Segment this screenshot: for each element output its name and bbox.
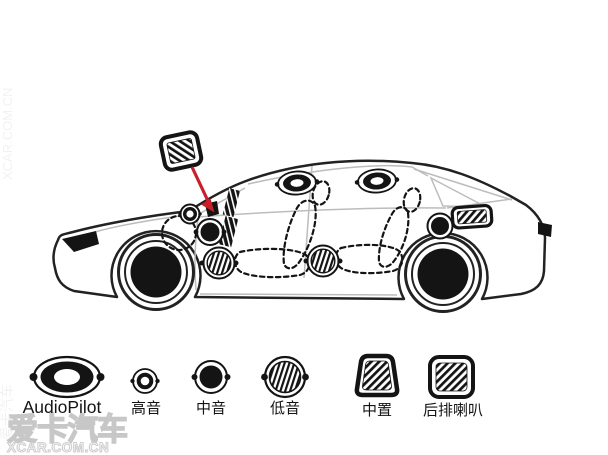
legend-label-center: 中置 [362, 402, 392, 419]
legend-item-audiopilot: AudioPilot [23, 355, 105, 417]
legend-label-audiopilot: AudioPilot [23, 397, 102, 417]
callout-arrow [190, 166, 215, 213]
rear-shelf-speaker [450, 203, 494, 230]
center-speaker-icon [354, 353, 400, 398]
inner-roof-line [247, 164, 429, 185]
audiopilot-oval-speaker-icon [29, 355, 105, 399]
watermark-brand: 爱卡汽车 [7, 412, 127, 447]
front-seatback [282, 199, 317, 270]
legend-item-woofer: 低音 [261, 355, 309, 417]
front-door-woofer [199, 246, 239, 280]
watermark-site: XCAR.COM.CN [7, 440, 109, 455]
roof-audiopilot-rear [354, 168, 400, 194]
headlight [62, 231, 99, 252]
rocker-line [199, 293, 398, 296]
rear-headrest [402, 187, 422, 213]
rear-speaker-icon [428, 355, 475, 399]
watermark: 爱卡汽车 XCAR.COM.CN [6, 411, 128, 455]
rear-wheel [404, 235, 482, 313]
legend-item-midrange: 中音 [191, 360, 231, 417]
front-seat [233, 180, 331, 279]
woofer-icon [261, 355, 309, 399]
legend: AudioPilot 高音 中音 [23, 353, 483, 419]
front-cushion [233, 247, 311, 279]
legend-item-center: 中置 [354, 353, 400, 419]
front-headrest [311, 180, 331, 206]
edge-watermark-brand: 爱卡汽车 [0, 384, 15, 440]
car-outline [52, 159, 547, 301]
rear-seatback [377, 206, 410, 268]
front-door-seam [194, 217, 199, 291]
callout-arrowhead [201, 198, 215, 213]
front-wheel [117, 233, 195, 311]
front-door-midrange [193, 218, 227, 246]
tweeter-icon [130, 368, 160, 394]
dashboard-tweeter [178, 203, 202, 225]
legend-item-rear: 后排喇叭 [423, 355, 483, 419]
c-pillar-line [413, 168, 513, 201]
tail-light [538, 222, 552, 237]
roof-audiopilot-front [274, 170, 320, 196]
legend-label-rear: 后排喇叭 [423, 402, 483, 419]
legend-item-tweeter: 高音 [130, 368, 161, 417]
rear-quarter-midrange [426, 212, 454, 240]
rear-door-woofer [303, 244, 343, 278]
a-pillar-trim [218, 188, 240, 248]
legend-label-woofer: 低音 [270, 400, 300, 417]
center-speaker-callout [158, 130, 204, 172]
edge-watermark: XCAR.COM.CN 爱卡汽车 [0, 88, 15, 440]
legend-label-tweeter: 高音 [131, 400, 161, 417]
midrange-speaker-icon [191, 360, 231, 394]
legend-label-midrange: 中音 [196, 400, 226, 417]
edge-watermark-site: XCAR.COM.CN [0, 88, 15, 180]
